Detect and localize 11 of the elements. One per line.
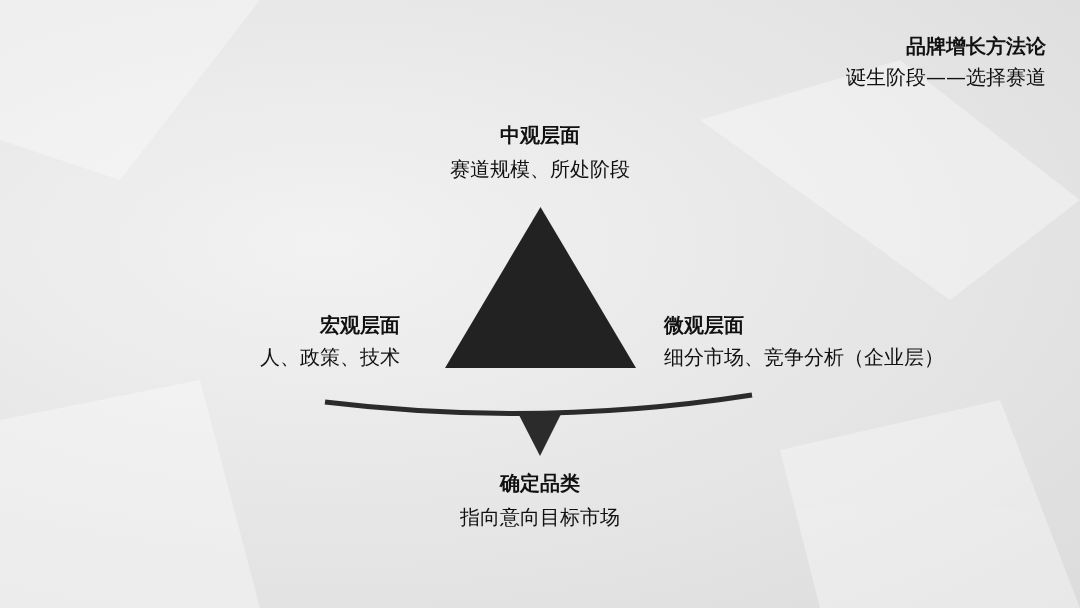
description: 细分市场、竞争分析（企业层）: [664, 344, 944, 370]
heading: 确定品类: [498, 470, 581, 496]
description: 赛道规模、所处阶段: [449, 156, 631, 182]
heading: 宏观层面: [320, 312, 400, 338]
heading: 微观层面: [664, 312, 744, 338]
description: 人、政策、技术: [260, 344, 400, 370]
description: 指向意向目标市场: [459, 504, 621, 530]
subtitle: 诞生阶段——选择赛道: [846, 64, 1046, 90]
title: 品牌增长方法论: [906, 33, 1046, 59]
heading: 中观层面: [499, 122, 581, 148]
triangle-shape: [445, 207, 636, 368]
